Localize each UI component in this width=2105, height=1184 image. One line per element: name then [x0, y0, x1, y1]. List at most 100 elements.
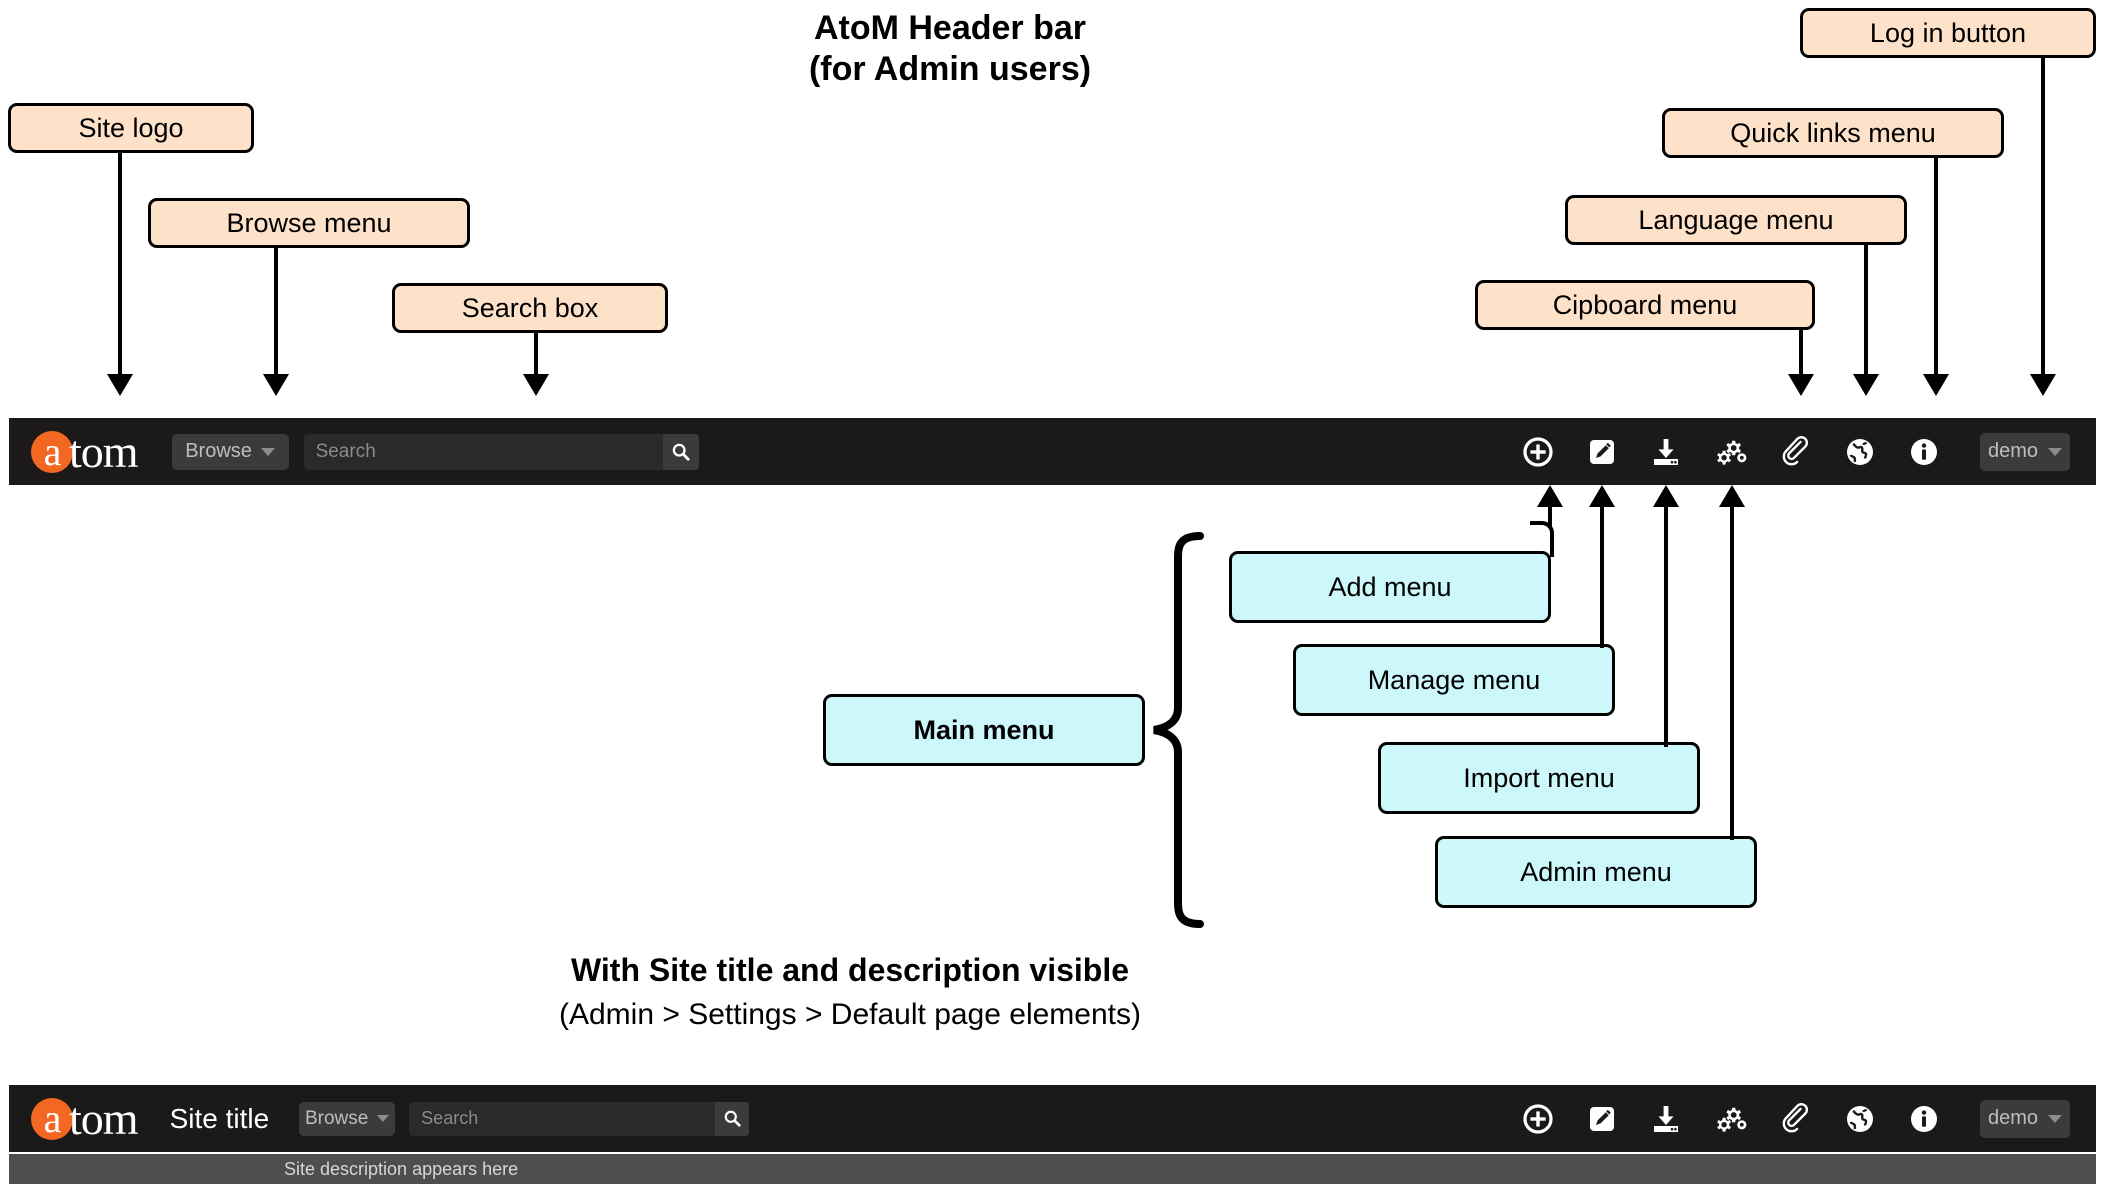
- browse-menu-label: Browse: [304, 1107, 369, 1129]
- quick-links-icon[interactable]: [1908, 436, 1940, 468]
- callout-admin-menu-label: Admin menu: [1520, 856, 1672, 887]
- quick-links-icon[interactable]: [1908, 1103, 1940, 1135]
- callout-import-menu-label: Import menu: [1463, 762, 1615, 793]
- browse-menu-button[interactable]: Browse: [171, 433, 289, 470]
- arrow-site-logo: [107, 374, 133, 396]
- connector-import-menu: [1664, 500, 1668, 747]
- main-menu-icons: demo: [1522, 1099, 2070, 1138]
- manage-icon[interactable]: [1586, 436, 1618, 468]
- arrow-add-menu: [1537, 485, 1563, 507]
- manage-icon[interactable]: [1586, 1103, 1618, 1135]
- site-logo-mark: a: [31, 430, 73, 473]
- arrow-search-box: [523, 374, 549, 396]
- callout-manage-menu-label: Manage menu: [1367, 664, 1541, 695]
- search-icon: [724, 1110, 741, 1127]
- arrow-clipboard-menu: [1788, 374, 1814, 396]
- user-menu-label: demo: [1987, 440, 2039, 462]
- page-title-line-2: (for Admin users): [808, 50, 1092, 89]
- language-icon[interactable]: [1844, 436, 1876, 468]
- secondary-subtitle: (Admin > Settings > Default page element…: [559, 998, 1141, 1031]
- chevron-down-icon: [260, 447, 275, 456]
- callout-browse-menu: Browse menu: [148, 198, 470, 248]
- site-title: Site title: [169, 1102, 270, 1134]
- callout-login-button: Log in button: [1800, 8, 2096, 58]
- user-menu-button[interactable]: demo: [1980, 1099, 2070, 1138]
- arrow-browse-menu: [263, 374, 289, 396]
- search-input[interactable]: Search: [315, 440, 376, 462]
- connector-quick-links-menu: [1934, 158, 1938, 378]
- callout-site-logo: Site logo: [8, 103, 254, 153]
- page-title-line-1: AtoM Header bar: [813, 9, 1087, 47]
- chevron-down-icon: [2048, 1114, 2063, 1123]
- connector-clipboard-menu: [1799, 330, 1803, 378]
- atom-header-bar-top: a tom Browse Search: [9, 418, 2096, 485]
- callout-login-button-label: Log in button: [1869, 17, 2027, 48]
- admin-icon[interactable]: [1714, 1103, 1748, 1135]
- search-input[interactable]: Search: [421, 1108, 479, 1128]
- secondary-title: With Site title and description visible: [570, 952, 1129, 988]
- chevron-down-icon: [2048, 447, 2063, 456]
- connector-login-button: [2041, 58, 2045, 378]
- callout-main-menu-label: Main menu: [913, 714, 1055, 745]
- arrow-admin-menu: [1719, 485, 1745, 507]
- arrow-language-menu: [1853, 374, 1879, 396]
- language-icon[interactable]: [1844, 1103, 1876, 1135]
- site-logo-mark: a: [31, 1097, 73, 1140]
- search-button[interactable]: [662, 433, 699, 470]
- callout-import-menu: Import menu: [1378, 742, 1700, 814]
- atom-header-bar-bottom: a tom Site title Browse Search: [9, 1085, 2096, 1152]
- connector-admin-menu: [1730, 500, 1734, 840]
- callout-search-box-label: Search box: [461, 292, 599, 323]
- page-title: AtoM Header bar (for Admin users): [700, 8, 1200, 91]
- callout-quick-links-menu-label: Quick links menu: [1730, 117, 1936, 148]
- arrow-import-menu: [1653, 485, 1679, 507]
- arrow-manage-menu: [1589, 485, 1615, 507]
- connector-language-menu: [1864, 245, 1868, 378]
- connector-search-box: [534, 333, 538, 378]
- browse-menu-button[interactable]: Browse: [299, 1101, 396, 1136]
- site-description-bar: Site description appears here: [9, 1154, 2096, 1184]
- main-menu-icons: demo: [1522, 432, 2070, 471]
- callout-language-menu: Language menu: [1565, 195, 1907, 245]
- import-icon[interactable]: [1650, 436, 1682, 468]
- arrow-quick-links-menu: [1923, 374, 1949, 396]
- admin-icon[interactable]: [1714, 436, 1748, 468]
- main-menu-brace: [1153, 532, 1204, 928]
- search-button[interactable]: [715, 1101, 750, 1136]
- search-icon: [672, 443, 690, 461]
- callout-main-menu: Main menu: [823, 694, 1145, 766]
- connector-site-logo: [118, 153, 122, 378]
- clipboard-icon[interactable]: [1780, 435, 1812, 468]
- browse-menu-label: Browse: [185, 440, 252, 462]
- callout-browse-menu-label: Browse menu: [226, 207, 392, 238]
- callout-manage-menu: Manage menu: [1293, 644, 1615, 716]
- connector-browse-menu: [274, 248, 278, 378]
- connector-add-menu: [1548, 500, 1552, 526]
- arrow-login-button: [2030, 374, 2056, 396]
- callout-site-logo-label: Site logo: [78, 112, 184, 143]
- add-icon[interactable]: [1522, 436, 1554, 468]
- callout-admin-menu: Admin menu: [1435, 836, 1757, 908]
- callout-language-menu-label: Language menu: [1638, 204, 1834, 235]
- search-box[interactable]: Search: [409, 1101, 750, 1136]
- import-icon[interactable]: [1650, 1103, 1682, 1135]
- site-logo-text: tom: [69, 426, 139, 477]
- site-logo[interactable]: a tom: [31, 1092, 139, 1145]
- user-menu-button[interactable]: demo: [1980, 432, 2070, 471]
- site-logo-text: tom: [69, 1093, 139, 1144]
- search-box[interactable]: Search: [303, 433, 699, 470]
- add-icon[interactable]: [1522, 1103, 1554, 1135]
- callout-add-menu: Add menu: [1229, 551, 1551, 623]
- callout-add-menu-label: Add menu: [1328, 571, 1452, 602]
- callout-clipboard-menu-label: Cipboard menu: [1552, 289, 1738, 320]
- callout-quick-links-menu: Quick links menu: [1662, 108, 2004, 158]
- user-menu-label: demo: [1987, 1107, 2039, 1129]
- callout-search-box: Search box: [392, 283, 668, 333]
- site-description: Site description appears here: [284, 1158, 519, 1179]
- chevron-down-icon: [377, 1115, 390, 1122]
- connector-manage-menu: [1600, 500, 1604, 648]
- clipboard-icon[interactable]: [1780, 1102, 1812, 1135]
- callout-clipboard-menu: Cipboard menu: [1475, 280, 1815, 330]
- site-logo[interactable]: a tom: [31, 425, 139, 478]
- connector-add-menu-elbow: [1530, 521, 1554, 557]
